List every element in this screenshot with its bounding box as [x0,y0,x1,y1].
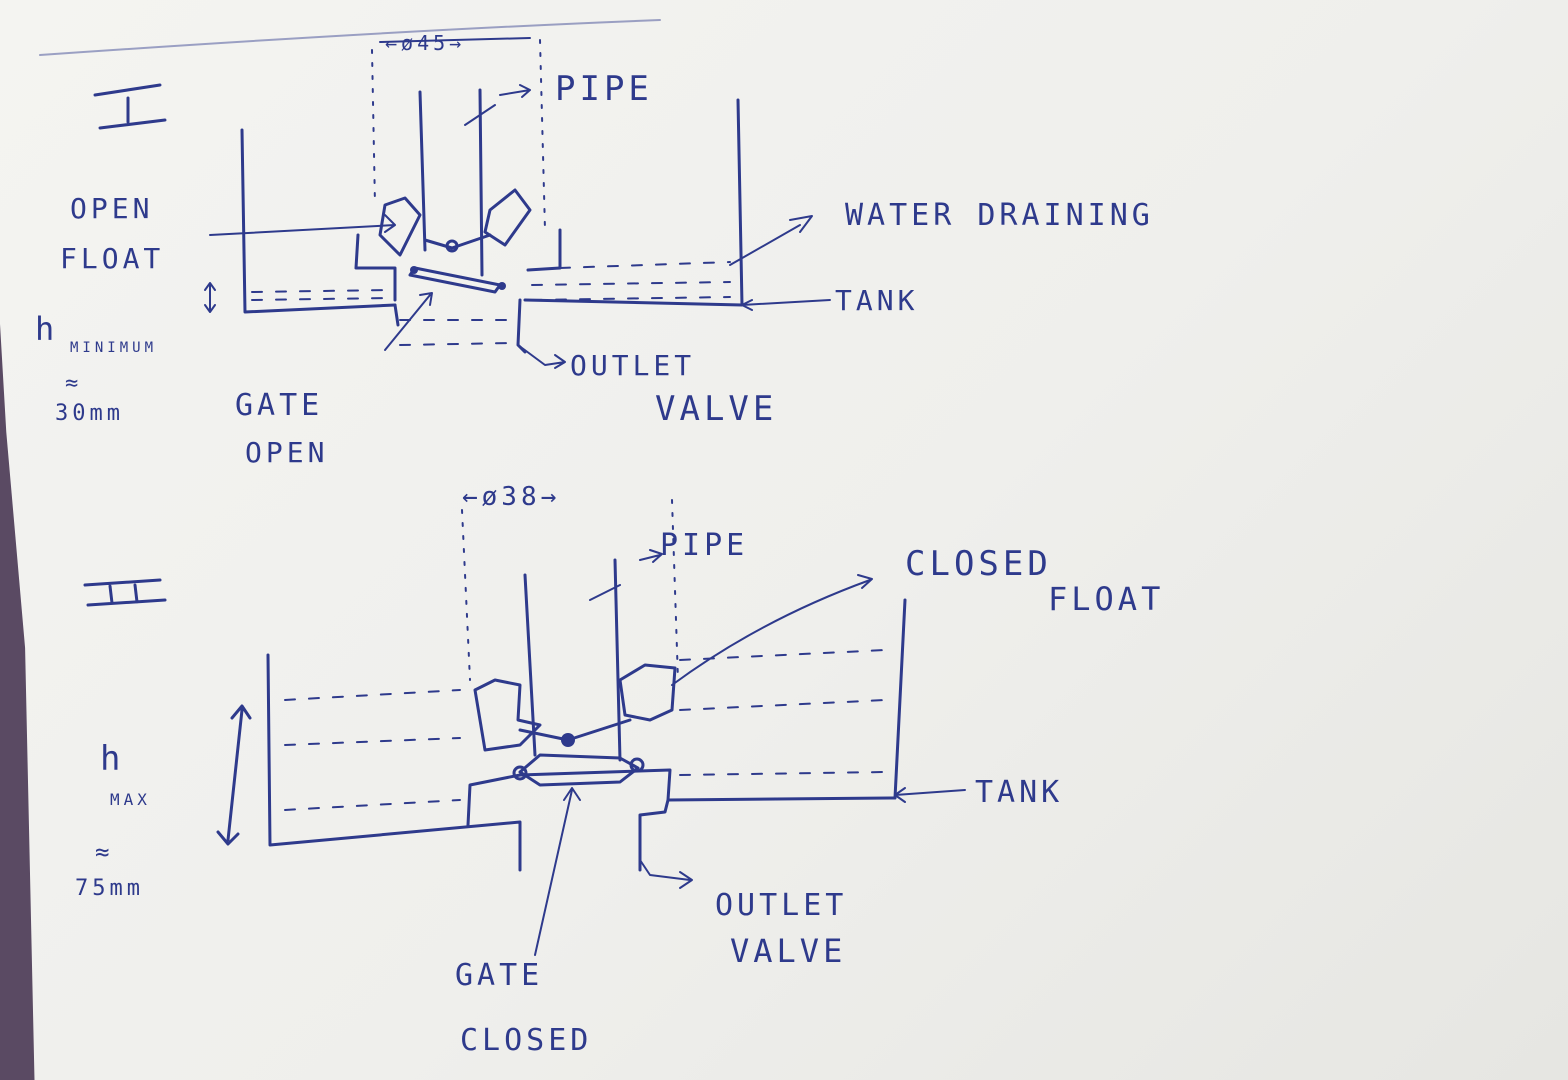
diagram-2-h-subscript: MAX [110,790,151,809]
diagram-2-gate [518,753,640,787]
diagram-2-h-symbol: h [100,739,124,779]
diagram-1-h-symbol: h [35,310,58,348]
diagram-2-approx: ≈ [95,838,113,866]
diagram-2-gate-leader [534,787,581,956]
diagram-2-pipe-leader [589,549,663,601]
diagram-1-numeral-mark [93,83,167,130]
diagram-2-valve-label-1: OUTLET [715,888,847,923]
diagram-1-valve-label-1: OUTLET [570,349,695,382]
diagram-1-diameter-label: ←ø45→ [385,31,465,55]
diagram-2-h-arrow [216,704,252,846]
diagram-2-float-label-2: FLOAT [1048,580,1164,618]
diagram-1-water-leader [729,215,813,266]
diagram-2-water-level [284,649,886,811]
diagram-2-gate-tip [629,757,645,773]
diagram-1-gate-hinge [410,266,418,274]
diagram-2-gate-hinge [512,765,528,781]
diagram-1: I ←ø45→ PIPE OPEN FLOAT WATE [35,31,1154,469]
diagram-2-valve-leader [639,859,693,889]
diagram-2-tank-left-wall [266,653,522,872]
diagram-1-pipe-label: PIPE [555,69,653,109]
diagram-2-float-label-1: CLOSED [905,544,1052,584]
diagram-2-dimension-guides [461,499,679,681]
diagram-2-gate-label-2: CLOSED [460,1023,592,1058]
diagram-2-numeral-mark [83,578,167,607]
diagram-2-pipe [523,558,622,762]
diagram-1-h-arrow [204,282,216,313]
diagram-1-gate-label-2: OPEN [245,436,328,469]
diagram-2: II ←ø38→ PIPE CLOSED FLOAT TANK h MAX [75,482,1164,1058]
diagram-1-float-leader [209,214,396,236]
diagram-1-approx: ≈ [65,371,82,396]
diagram-2-tank-right-wall [638,598,907,872]
diagram-1-water-label: WATER DRAINING [845,198,1154,233]
diagram-1-gate [408,266,502,294]
diagram-1-float-arm [423,233,492,250]
diagram-1-gate-label-1: GATE [235,388,323,423]
diagram-2-h-value: 75mm [75,876,144,901]
diagram-2-seat [466,768,672,827]
diagram-1-h-subscript: MINIMUM [70,340,157,356]
diagram-2-diameter-label: ←ø38→ [462,482,560,512]
diagram-1-h-value: 30mm [55,401,124,426]
diagram-1-outlet-valve [393,298,527,354]
diagram-2-tank-leader [894,787,966,803]
diagram-2-gate-label-1: GATE [455,958,543,993]
diagram-1-gate-leader [384,292,433,351]
diagram-1-valve-leader [517,344,566,369]
diagram-1-pipe [418,88,484,277]
diagram-1-dimension-guides [371,39,546,231]
diagram-1-open-float [378,188,532,257]
diagram-2-closed-float [473,663,677,752]
diagram-1-tank-left-wall [240,128,397,314]
diagram-1-tank-leader [741,299,831,311]
diagram-1-float-label-1: OPEN [70,192,153,225]
diagram-1-tank-right-wall [523,98,744,307]
diagram-1-valve-label-2: VALVE [655,389,777,429]
diagram-2-pipe-label: PIPE [660,528,748,563]
diagram-2-valve-label-2: VALVE [730,932,846,970]
top-rule-line [39,19,661,56]
diagram-1-pipe-leader [464,84,531,126]
diagram-1-tank-label: TANK [835,284,918,317]
diagram-1-gate-tip [498,282,506,290]
diagram-1-float-pivot [445,239,459,253]
diagram-2-float-pivot [561,733,575,747]
diagram-1-water-level [251,261,731,346]
diagram-2-float-leader [671,574,873,686]
diagram-2-tank-label: TANK [975,775,1063,810]
diagram-1-float-label-2: FLOAT [60,242,164,275]
diagram-1-dimension-line [379,37,531,43]
